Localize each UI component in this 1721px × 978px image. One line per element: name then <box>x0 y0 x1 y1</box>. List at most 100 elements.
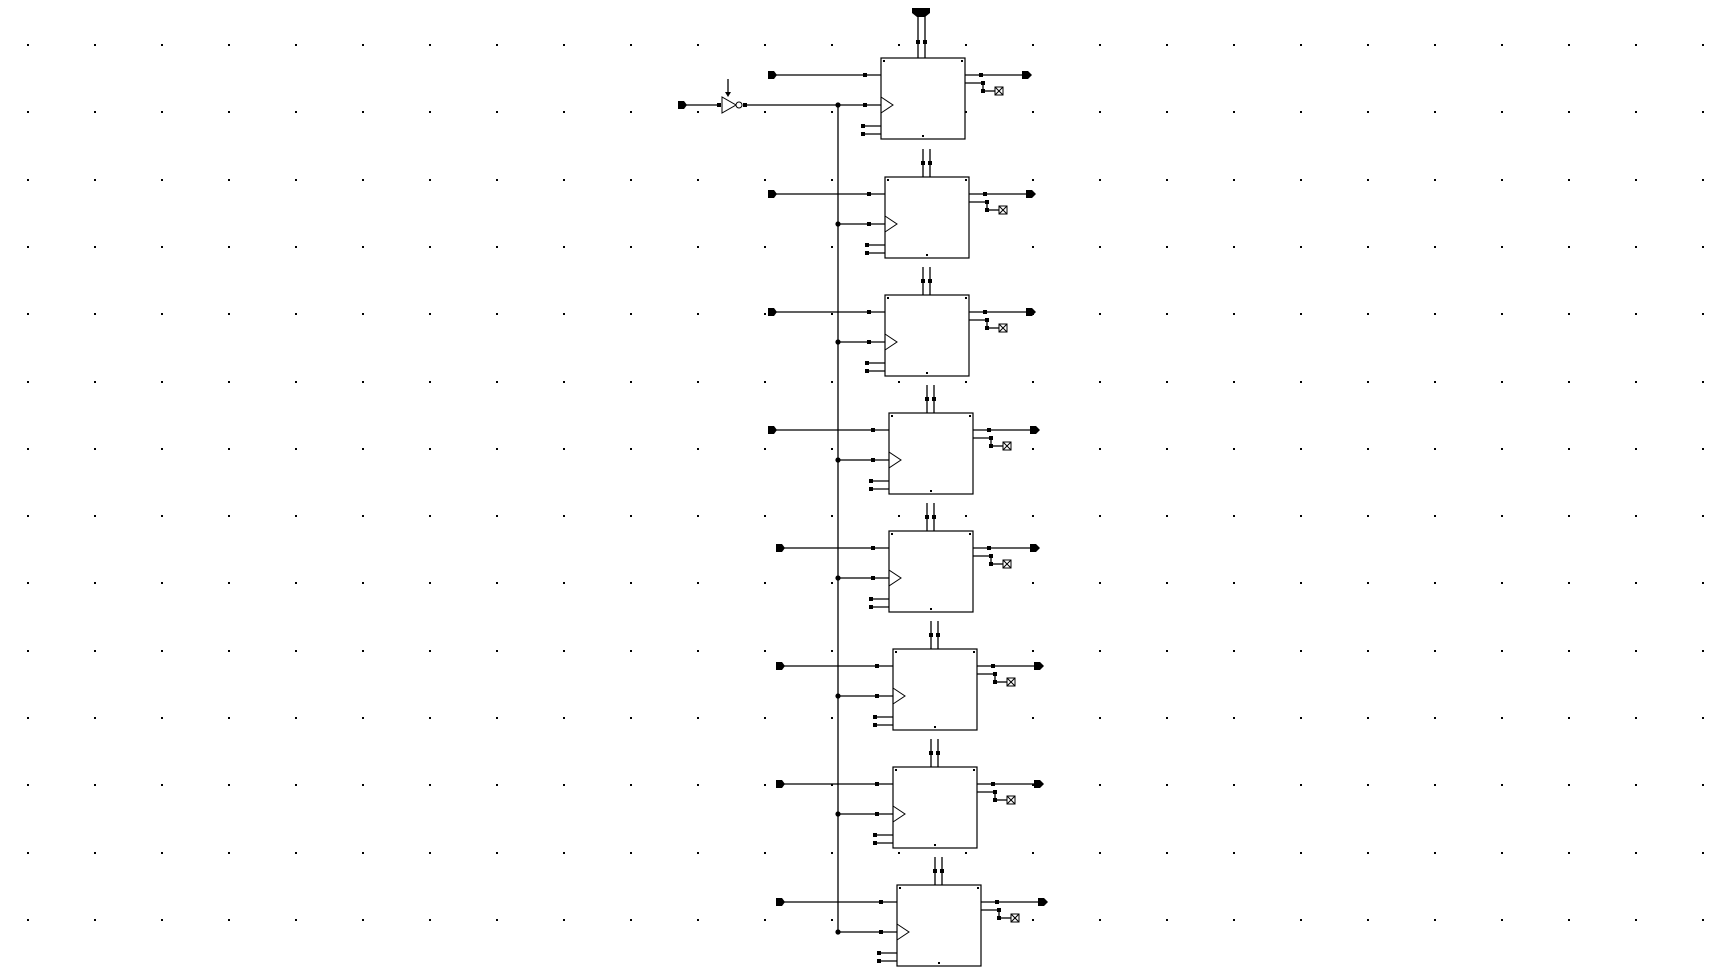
data-input-port[interactable] <box>768 426 777 434</box>
grid-dot <box>1702 582 1704 584</box>
pin-marker <box>936 751 940 755</box>
grid-dot <box>1032 582 1034 584</box>
clock-input-port[interactable] <box>678 101 687 109</box>
grid-dot <box>161 246 163 248</box>
grid-dot <box>965 515 967 517</box>
data-input-port[interactable] <box>768 71 777 79</box>
grid-dot <box>362 650 364 652</box>
grid-dot <box>429 44 431 46</box>
grid-dot <box>1099 515 1101 517</box>
clock-buffer[interactable] <box>717 79 747 114</box>
input-port-shape <box>776 780 785 788</box>
grid-dot <box>1032 381 1034 383</box>
grid-dot <box>94 650 96 652</box>
data-input-port[interactable] <box>768 308 777 316</box>
grid-dot <box>228 582 230 584</box>
grid-dot <box>1434 179 1436 181</box>
pin-marker <box>875 812 879 816</box>
pin-marker <box>717 103 721 107</box>
data-output-port[interactable] <box>1030 544 1040 552</box>
grid-dot <box>161 44 163 46</box>
data-output-port[interactable] <box>1022 71 1032 79</box>
flip-flop-block[interactable] <box>865 149 999 259</box>
pin-marker <box>921 161 925 165</box>
flip-flop-block[interactable] <box>869 503 1003 613</box>
data-input-port[interactable] <box>776 544 785 552</box>
flip-flop-body <box>892 648 978 731</box>
flip-flop-block[interactable] <box>873 621 1007 731</box>
data-input-port[interactable] <box>768 190 777 198</box>
grid-dot <box>1233 381 1235 383</box>
grid-dot <box>764 784 766 786</box>
pin-marker <box>875 664 879 668</box>
grid-dot <box>161 381 163 383</box>
grid-dot <box>1099 717 1101 719</box>
grid-dot <box>429 448 431 450</box>
pin-marker <box>928 161 932 165</box>
grid-dot <box>1166 919 1168 921</box>
pin-marker <box>869 605 873 609</box>
grid-dot <box>1434 717 1436 719</box>
clock-triangle <box>880 96 894 114</box>
grid-dot <box>1635 852 1637 854</box>
pin-marker <box>932 397 936 401</box>
grid-dot <box>362 919 364 921</box>
grid-dot <box>1702 717 1704 719</box>
clock-triangle <box>896 923 910 941</box>
flip-flop-block[interactable] <box>877 857 1011 967</box>
grid-dot <box>1166 448 1168 450</box>
grid-dot <box>764 717 766 719</box>
grid-dot <box>362 582 364 584</box>
grid-dot <box>1099 784 1101 786</box>
data-output-port[interactable] <box>1034 780 1044 788</box>
grid-dot <box>27 784 29 786</box>
data-output-port[interactable] <box>1034 662 1044 670</box>
data-input-port[interactable] <box>776 780 785 788</box>
corner-tick <box>961 60 963 62</box>
data-input-port[interactable] <box>776 898 785 906</box>
no-connect-cross <box>994 86 1004 96</box>
grid-dot <box>1635 717 1637 719</box>
grid-dot <box>295 650 297 652</box>
grid-dot <box>496 111 498 113</box>
grid-dot <box>831 650 833 652</box>
grid-dot <box>1099 919 1101 921</box>
grid-dot <box>1367 179 1369 181</box>
grid-dot <box>295 111 297 113</box>
input-port-shape <box>678 101 687 109</box>
grid-dot <box>429 515 431 517</box>
data-input-port[interactable] <box>776 662 785 670</box>
data-output-port[interactable] <box>1026 308 1036 316</box>
pin-marker <box>871 576 875 580</box>
pin-marker <box>867 222 871 226</box>
grid-dot <box>1166 717 1168 719</box>
grid-dot <box>1702 784 1704 786</box>
grid-dot <box>1501 381 1503 383</box>
top-bus-port[interactable] <box>912 8 930 58</box>
grid-dot <box>1233 44 1235 46</box>
flip-flop-block[interactable] <box>865 267 999 377</box>
data-output-port[interactable] <box>1026 190 1036 198</box>
grid-dot <box>563 44 565 46</box>
flip-flop-block[interactable] <box>869 385 1003 495</box>
pin-marker <box>979 73 983 77</box>
data-output-port[interactable] <box>1038 898 1048 906</box>
grid-dot <box>1166 650 1168 652</box>
grid-dot <box>362 717 364 719</box>
grid-dot <box>161 179 163 181</box>
grid-dot <box>429 582 431 584</box>
input-port-shape <box>768 308 777 316</box>
grid-dot <box>1568 852 1570 854</box>
corner-tick <box>895 651 897 653</box>
grid-dot <box>898 44 900 46</box>
data-output-port[interactable] <box>1030 426 1040 434</box>
grid-dot <box>630 515 632 517</box>
junction-dot <box>835 339 841 345</box>
grid-dot <box>1501 179 1503 181</box>
flip-flop-block[interactable] <box>861 57 995 140</box>
flip-flop-block[interactable] <box>873 739 1007 849</box>
corner-tick <box>895 769 897 771</box>
grid-dot <box>1568 448 1570 450</box>
